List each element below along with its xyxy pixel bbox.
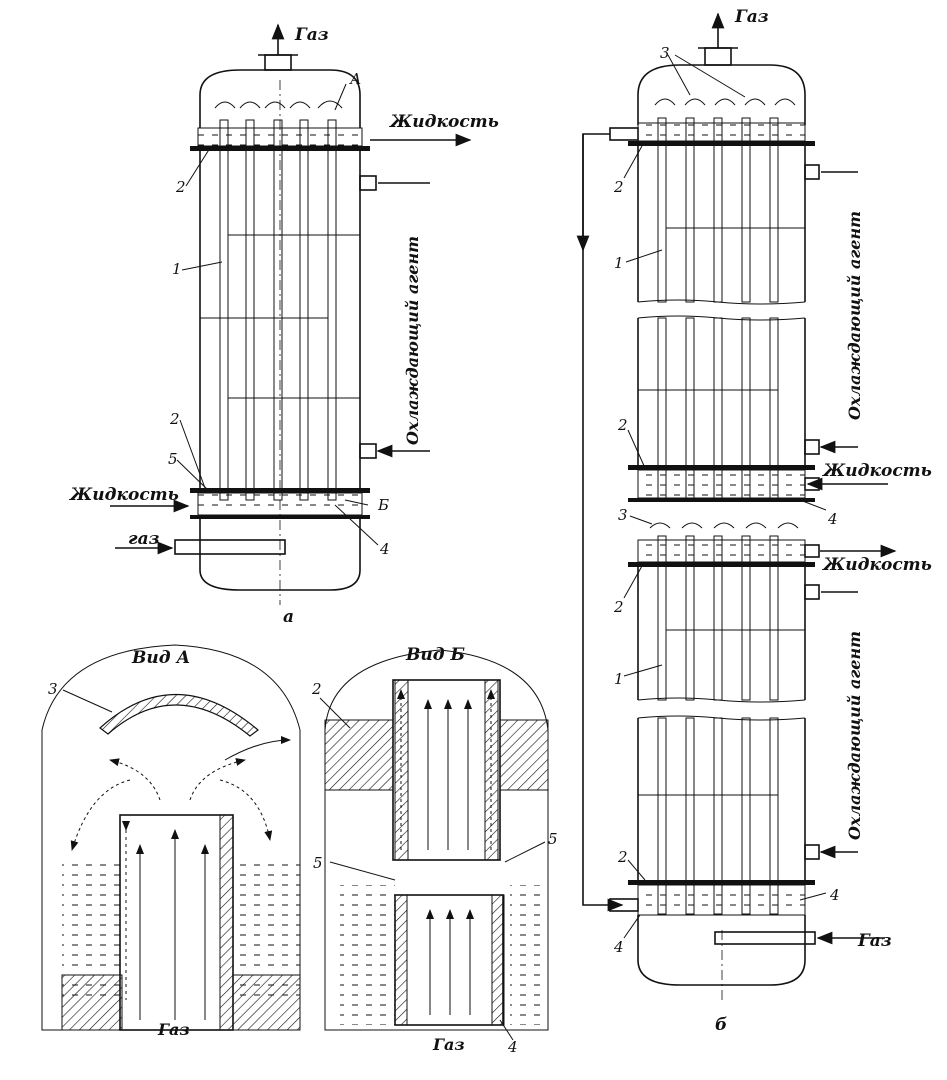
part-3-mid-b: 3	[618, 506, 628, 524]
view-a-detail	[41, 644, 301, 1031]
view-b-detail	[319, 649, 549, 1041]
marker-view-b: Б	[377, 496, 389, 514]
part-2-top-a: 2	[175, 178, 186, 196]
view-b-title: Вид Б	[405, 645, 465, 665]
part-5-view-b-right: 5	[548, 830, 558, 848]
part-2-b2: 2	[617, 416, 628, 434]
coolant-label-b-bottom: Охлаждающий агент	[845, 631, 864, 840]
part-2-bottom-a: 2	[169, 410, 180, 428]
view-a-title: Вид А	[131, 648, 190, 668]
part-4-b2: 4	[829, 886, 840, 904]
part-4-view-b: 4	[507, 1038, 518, 1056]
part-2-view-b: 2	[311, 680, 322, 698]
part-5-view-b-left: 5	[313, 854, 323, 872]
caption-b: б	[715, 1015, 727, 1035]
part-5-a: 5	[168, 450, 178, 468]
liquid-out-label-b: Жидкость	[821, 555, 932, 575]
apparatus-b	[576, 12, 897, 1000]
part-4-a: 4	[379, 540, 390, 558]
gas-label-view-b: Газ	[432, 1035, 465, 1054]
coolant-label-a: Охлаждающий агент	[403, 236, 422, 445]
part-1-b2: 1	[614, 670, 624, 688]
gas-in-label-a: газ	[128, 529, 160, 549]
liquid-out-label-a: Жидкость	[388, 112, 499, 132]
caption-a: а	[283, 607, 294, 627]
part-2-b1: 2	[613, 178, 624, 196]
part-2-b4: 2	[617, 848, 628, 866]
part-4-b3: 4	[613, 938, 624, 956]
apparatus-a	[110, 23, 472, 605]
gas-out-label-b: Газ	[734, 7, 769, 27]
part-2-b3: 2	[613, 598, 624, 616]
gas-out-label-a: Газ	[294, 25, 329, 45]
part-4-b1: 4	[827, 510, 838, 528]
gas-label-view-a: Газ	[157, 1020, 190, 1039]
coolant-label-b-top: Охлаждающий агент	[845, 211, 864, 420]
gas-in-label-b: Газ	[857, 931, 892, 951]
liquid-in-label-b: Жидкость	[821, 461, 932, 481]
marker-view-a: А	[349, 70, 361, 88]
part-1-b1: 1	[614, 254, 624, 272]
liquid-in-label-a: Жидкость	[68, 485, 179, 505]
part-3-view-a: 3	[48, 680, 58, 698]
part-1-a: 1	[172, 260, 182, 278]
part-3-top-b: 3	[660, 44, 670, 62]
